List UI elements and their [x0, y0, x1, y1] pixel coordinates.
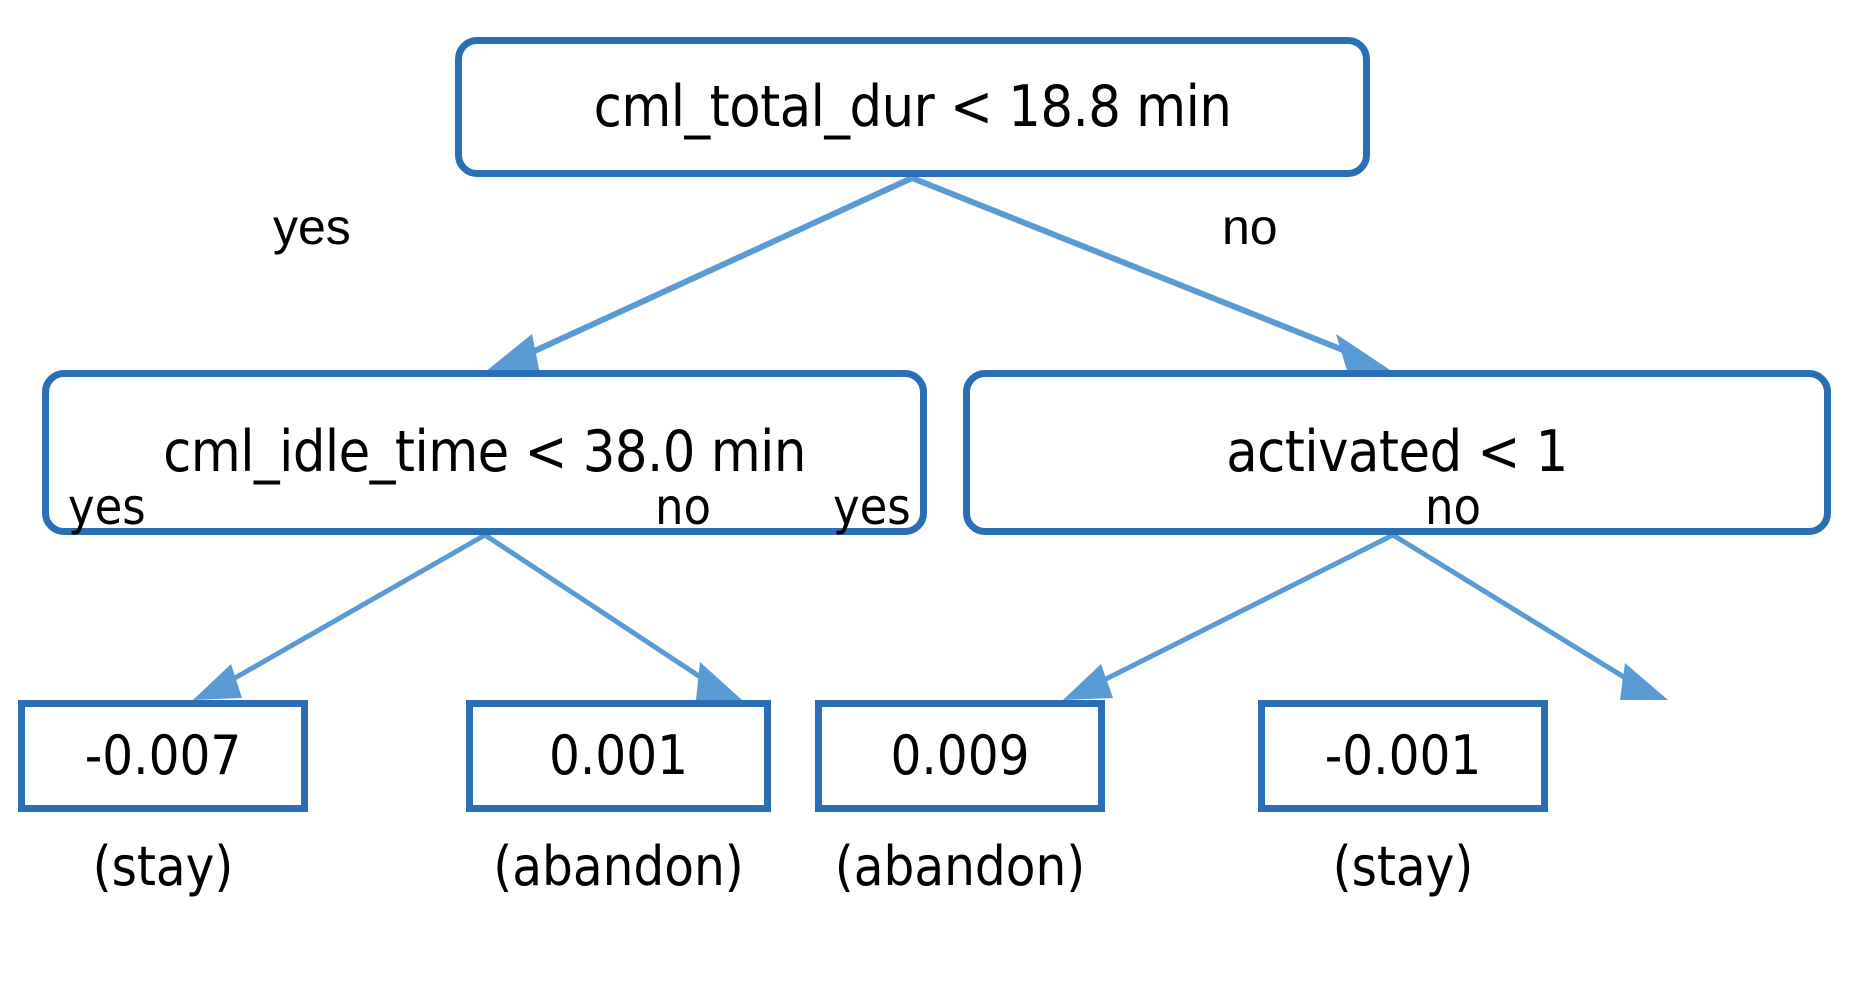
leaf-node-3[interactable]: 0.009: [815, 700, 1105, 812]
edge-label-left-yes: yes: [68, 478, 146, 536]
leaf-node-1[interactable]: -0.007: [18, 700, 308, 812]
edge-right-to-leaf3: [1063, 532, 1395, 700]
internal-node-left[interactable]: cml_idle_time < 38.0 min: [42, 370, 927, 535]
leaf-node-4-caption: (stay): [1332, 835, 1474, 898]
root-node[interactable]: cml_total_dur < 18.8 min: [455, 37, 1370, 177]
edge-label-root-yes: yes: [273, 199, 351, 255]
internal-node-right[interactable]: activated < 1: [963, 370, 1831, 535]
leaf-node-3-value: 0.009: [890, 724, 1030, 787]
edge-left-to-leaf2: [483, 532, 742, 700]
leaf-node-4[interactable]: -0.001: [1258, 700, 1548, 812]
root-node-label: cml_total_dur < 18.8 min: [593, 73, 1232, 140]
leaf-node-1-value: -0.007: [84, 724, 242, 787]
leaf-node-1-caption: (stay): [92, 835, 234, 898]
leaf-node-4-value: -0.001: [1324, 724, 1482, 787]
leaf-node-2-caption: (abandon): [493, 835, 744, 898]
edge-label-root-no: no: [1222, 199, 1278, 255]
edge-root-to-left: [485, 175, 914, 374]
edge-root-to-right: [910, 175, 1393, 374]
edge-label-right-yes: yes: [833, 478, 911, 536]
leaf-node-3-caption: (abandon): [834, 835, 1086, 898]
leaf-node-2-value: 0.001: [548, 724, 689, 787]
leaf-node-2[interactable]: 0.001: [466, 700, 771, 812]
edge-left-to-leaf1: [193, 532, 487, 700]
edge-label-left-no: no: [655, 478, 712, 536]
internal-node-right-label: activated < 1: [1226, 419, 1568, 485]
edge-right-to-leaf4: [1391, 532, 1668, 700]
internal-node-left-label: cml_idle_time < 38.0 min: [163, 419, 806, 485]
edge-label-right-no: no: [1425, 478, 1482, 536]
